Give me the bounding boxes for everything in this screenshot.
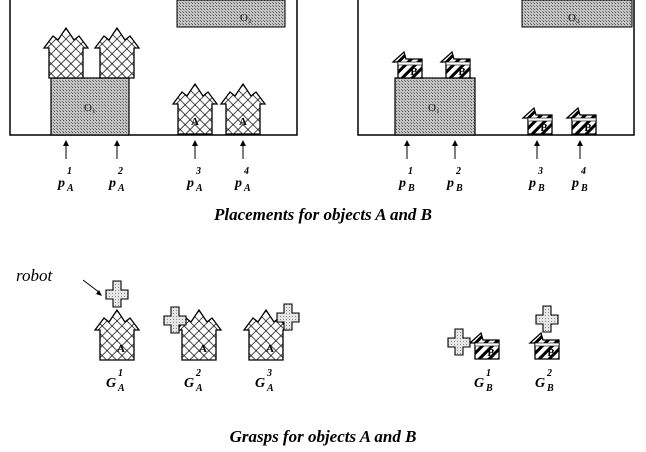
svg-text:A: A — [243, 183, 251, 194]
panel-b: O₂ O₁ B B B B p 1 B — [357, 0, 635, 194]
placement-label-pb3: p 3 B — [528, 166, 545, 194]
object-b-label: B — [540, 122, 548, 134]
svg-text:A: A — [266, 383, 274, 394]
panel-a: O₂ O₁ A A p 1 A p 2 — [9, 0, 298, 194]
svg-text:3: 3 — [195, 166, 201, 177]
svg-text:A: A — [66, 183, 74, 194]
svg-text:G: G — [474, 376, 484, 391]
placement-label-pb4: p 4 B — [571, 166, 588, 194]
svg-text:p: p — [571, 176, 579, 191]
object-b-placement-3: B — [522, 107, 553, 135]
object-a-placement-2 — [94, 27, 140, 79]
workspace-a — [9, 0, 298, 136]
object-b-placement-1: B — [392, 51, 423, 79]
obstacle-o1-a-label: O₁ — [84, 102, 96, 114]
svg-text:4: 4 — [243, 166, 249, 177]
robot-label: robot — [16, 266, 53, 285]
grasp-a1: A — [94, 280, 140, 361]
robot-gripper — [105, 280, 129, 308]
obstacle-o1-b — [394, 77, 476, 136]
svg-text:2: 2 — [546, 368, 552, 379]
svg-text:p: p — [446, 176, 454, 191]
svg-text:2: 2 — [455, 166, 461, 177]
grasps: robot A A A B — [16, 266, 560, 394]
placement-label-pa3: p 3 A — [186, 166, 203, 194]
svg-text:2: 2 — [117, 166, 123, 177]
grasp-b1: B — [447, 328, 500, 360]
robot-pointer-arrow — [82, 279, 102, 296]
placement-arrows-a — [63, 140, 246, 159]
workspace-b — [357, 0, 635, 136]
grasp-label-gb2: G 2 B — [535, 368, 554, 394]
object-a-label: A — [191, 116, 199, 128]
object-b-label: B — [547, 347, 555, 359]
svg-text:A: A — [195, 183, 203, 194]
svg-text:A: A — [195, 383, 203, 394]
svg-text:3: 3 — [537, 166, 543, 177]
object-b-label: B — [410, 66, 418, 78]
svg-text:p: p — [528, 176, 536, 191]
grasps-caption: Grasps for objects A and B — [230, 427, 417, 446]
grasp-b2: B — [529, 305, 560, 360]
svg-text:A: A — [117, 183, 125, 194]
svg-text:1: 1 — [67, 166, 72, 177]
svg-text:p: p — [398, 176, 406, 191]
placement-label-pb1: p 1 B — [398, 166, 415, 194]
svg-text:4: 4 — [580, 166, 586, 177]
object-a-label: A — [117, 343, 125, 355]
obstacle-o2-b — [521, 0, 633, 28]
placement-label-pa4: p 4 A — [234, 166, 251, 194]
svg-text:B: B — [580, 183, 588, 194]
svg-text:1: 1 — [118, 368, 123, 379]
object-a-placement-4: A — [220, 83, 266, 135]
obstacle-o1-a — [50, 77, 130, 136]
placement-label-pa2: p 2 A — [108, 166, 125, 194]
object-b-placement-4: B — [566, 107, 597, 135]
grasp-label-ga3: G 3 A — [255, 368, 274, 394]
svg-text:3: 3 — [266, 368, 272, 379]
placement-label-pb2: p 2 B — [446, 166, 463, 194]
placement-arrows-b — [404, 140, 583, 159]
grasp-label-ga2: G 2 A — [184, 368, 203, 394]
object-a-placement-1 — [43, 27, 89, 79]
object-b-label: B — [584, 122, 592, 134]
svg-text:A: A — [117, 383, 125, 394]
svg-text:G: G — [106, 376, 116, 391]
svg-text:p: p — [186, 176, 194, 191]
robot-gripper — [535, 305, 559, 333]
svg-text:1: 1 — [408, 166, 413, 177]
svg-text:B: B — [485, 383, 493, 394]
svg-text:p: p — [108, 176, 116, 191]
obstacle-o2-b-label: O₂ — [568, 12, 580, 24]
svg-text:p: p — [57, 176, 65, 191]
grasp-a3: A — [243, 303, 300, 361]
placement-label-pa1: p 1 A — [57, 166, 74, 194]
svg-text:G: G — [255, 376, 265, 391]
object-a-label: A — [199, 343, 207, 355]
grasp-a2: A — [163, 306, 222, 361]
svg-text:B: B — [546, 383, 554, 394]
object-a-label: A — [266, 343, 274, 355]
object-b-label: B — [487, 347, 495, 359]
grasp-label-ga1: G 1 A — [106, 368, 125, 394]
svg-text:p: p — [234, 176, 242, 191]
svg-text:1: 1 — [486, 368, 491, 379]
svg-text:B: B — [537, 183, 545, 194]
object-b-label: B — [458, 66, 466, 78]
svg-text:B: B — [407, 183, 415, 194]
placements-caption: Placements for objects A and B — [213, 205, 432, 224]
svg-text:G: G — [184, 376, 194, 391]
object-a-placement-3: A — [172, 83, 218, 135]
object-a-label: A — [239, 116, 247, 128]
svg-text:B: B — [455, 183, 463, 194]
object-b-placement-2: B — [440, 51, 471, 79]
obstacle-o2-a-label: O₂ — [240, 12, 252, 24]
robot-gripper — [447, 328, 471, 356]
obstacle-o2-a — [176, 0, 286, 28]
obstacle-o1-b-label: O₁ — [428, 102, 440, 114]
grasp-label-gb1: G 1 B — [474, 368, 493, 394]
svg-text:G: G — [535, 376, 545, 391]
svg-text:2: 2 — [195, 368, 201, 379]
